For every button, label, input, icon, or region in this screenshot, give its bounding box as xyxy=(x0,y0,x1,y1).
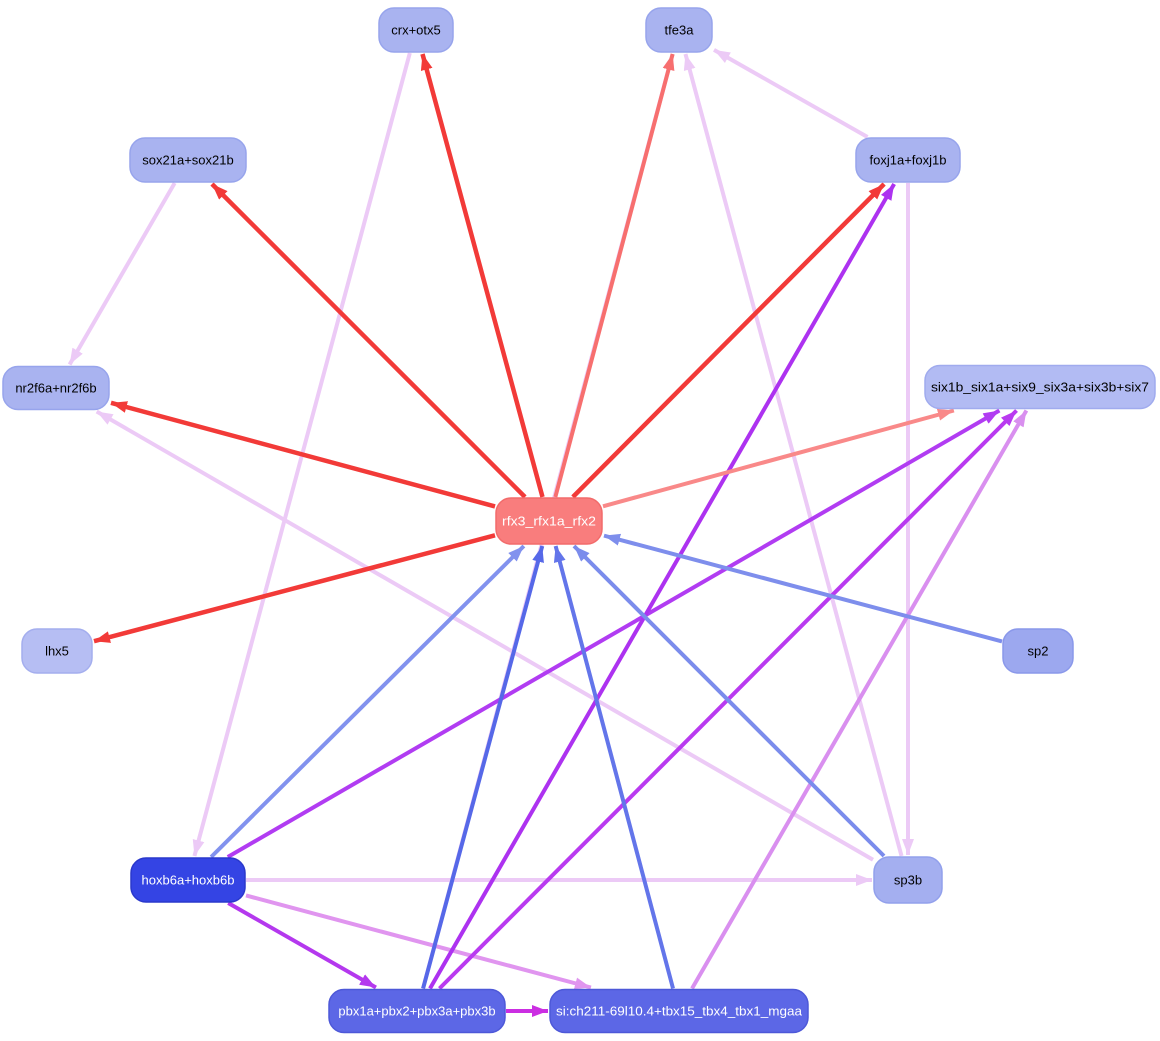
node-six1b-shape[interactable] xyxy=(924,364,1156,410)
edge-pbx1-to-rfx3 xyxy=(421,545,545,990)
edge-rfx3-to-foxj1 xyxy=(571,182,886,499)
node-pbx1[interactable]: pbx1a+pbx2+pbx3a+pbx3b xyxy=(328,988,506,1034)
node-rfx3-shape[interactable] xyxy=(495,497,603,545)
edge-hoxb6-to-six1b xyxy=(226,408,1001,859)
node-sich211[interactable]: si:ch211-69l10.4+tbx15_tbx4_tbx1_mgaa xyxy=(549,988,809,1034)
node-hoxb6[interactable]: hoxb6a+hoxb6b xyxy=(130,857,246,903)
node-sp2-shape[interactable] xyxy=(1002,628,1074,674)
node-foxj1[interactable]: foxj1a+foxj1b xyxy=(855,137,961,183)
edge-layer xyxy=(67,48,1029,1017)
node-sich211-shape[interactable] xyxy=(549,988,809,1034)
node-crx-shape[interactable] xyxy=(378,7,454,53)
edge-rfx3-to-lhx5 xyxy=(93,533,496,644)
edge-pbx1-to-foxj1 xyxy=(428,183,896,990)
edge-sp2-to-rfx3 xyxy=(603,533,1003,644)
edge-sp3b-to-rfx3 xyxy=(572,544,886,858)
node-sox21[interactable]: sox21a+sox21b xyxy=(129,137,247,183)
node-sox21-shape[interactable] xyxy=(129,137,247,183)
node-lhx5-shape[interactable] xyxy=(21,628,93,674)
edge-sich211-to-six1b xyxy=(690,409,1029,990)
node-pbx1-shape[interactable] xyxy=(328,988,506,1034)
edge-sp3b-to-nr2f6 xyxy=(95,409,875,862)
node-nr2f6[interactable]: nr2f6a+nr2f6b xyxy=(2,365,110,411)
node-tfe3a[interactable]: tfe3a xyxy=(645,7,713,53)
edge-rfx3-to-crx xyxy=(420,53,545,498)
edge-hoxb6-to-rfx3 xyxy=(209,544,526,859)
node-sp2[interactable]: sp2 xyxy=(1002,628,1074,674)
edge-hoxb6-to-sich211 xyxy=(245,893,592,990)
edge-sox21-to-nr2f6 xyxy=(67,181,177,366)
edge-sich211-to-rfx3 xyxy=(553,545,675,990)
node-lhx5[interactable]: lhx5 xyxy=(21,628,93,674)
node-rfx3[interactable]: rfx3_rfx1a_rfx2 xyxy=(495,497,603,545)
node-sp3b[interactable]: sp3b xyxy=(873,856,943,904)
node-crx[interactable]: crx+otx5 xyxy=(378,7,454,53)
edge-rfx3-to-nr2f6 xyxy=(110,400,496,509)
edge-rfx3-to-tfe3a xyxy=(553,53,675,498)
edge-hoxb6-to-pbx1 xyxy=(227,901,377,990)
node-foxj1-shape[interactable] xyxy=(855,137,961,183)
node-sp3b-shape[interactable] xyxy=(873,856,943,904)
node-nr2f6-shape[interactable] xyxy=(2,365,110,411)
node-hoxb6-shape[interactable] xyxy=(130,857,246,903)
edge-rfx3-to-sox21 xyxy=(210,182,527,499)
edge-foxj1-to-tfe3a xyxy=(713,48,869,139)
node-tfe3a-shape[interactable] xyxy=(645,7,713,53)
node-six1b[interactable]: six1b_six1a+six9_six3a+six3b+six7 xyxy=(924,364,1156,410)
edge-rfx3-to-six1b xyxy=(602,408,955,509)
